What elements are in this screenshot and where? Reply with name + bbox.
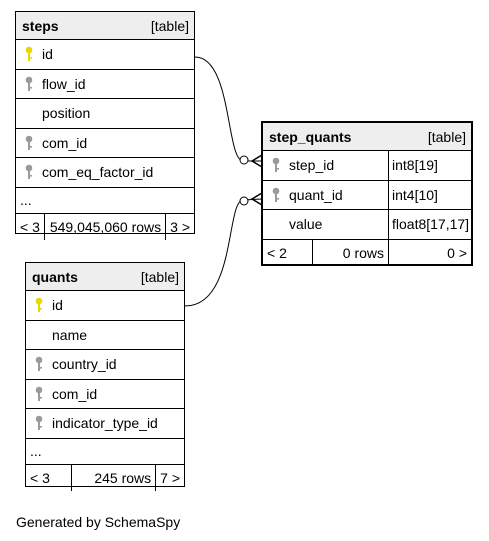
row-count: 0 rows — [313, 239, 389, 266]
column-row[interactable]: com_id — [26, 380, 184, 409]
column-name: quant_id — [289, 180, 389, 209]
column-row[interactable]: com_id — [16, 129, 194, 158]
column-list: id flow_id position com_id com_eq_factor_id — [16, 40, 194, 188]
table-header[interactable]: step_quants [table] — [263, 123, 471, 151]
column-name: step_id — [289, 151, 389, 180]
column-row[interactable]: position — [16, 99, 194, 129]
column-row[interactable]: indicator_type_id — [26, 409, 184, 439]
parents-link[interactable]: < 3 — [26, 464, 72, 491]
table-header[interactable]: steps [table] — [16, 12, 194, 40]
foreign-key-icon — [16, 135, 42, 151]
column-name: name — [52, 326, 88, 343]
column-name: com_id — [42, 134, 88, 151]
column-name: flow_id — [42, 75, 86, 92]
table-header[interactable]: quants [table] — [26, 263, 184, 291]
row-count: 549,045,060 rows — [45, 213, 167, 240]
children-link[interactable]: 0 > — [447, 244, 467, 261]
foreign-key-icon — [16, 76, 42, 92]
relation-quants-step-quants — [184, 198, 263, 307]
crowfoot-marker — [250, 154, 263, 168]
column-name: indicator_type_id — [52, 415, 158, 432]
column-type: int4[10] — [392, 186, 438, 203]
children-link[interactable]: 7 > — [160, 469, 180, 486]
column-name: com_id — [52, 385, 98, 402]
foreign-key-icon — [263, 187, 289, 203]
column-list: id name country_id com_id indicator_type_id — [26, 291, 184, 439]
relation-optional-marker — [239, 155, 249, 165]
column-row[interactable]: id — [16, 40, 194, 70]
table-name: steps — [22, 17, 59, 34]
relation-steps-step-quants — [194, 56, 262, 162]
table-kind: [table] — [150, 17, 189, 34]
foreign-key-icon — [26, 356, 52, 372]
column-row[interactable]: name — [26, 321, 184, 350]
column-name: com_eq_factor_id — [42, 164, 154, 181]
parents-link[interactable]: < 2 — [263, 239, 313, 266]
column-row[interactable]: country_id — [26, 350, 184, 380]
relation-optional-marker — [239, 196, 249, 206]
table-footer: < 3 549,045,060 rows 3 > — [16, 213, 194, 240]
table-kind: [table] — [140, 268, 179, 285]
column-type: int8[19] — [392, 157, 438, 174]
foreign-key-icon — [26, 415, 52, 431]
foreign-key-icon — [26, 386, 52, 402]
column-type: float8[17,17] — [392, 216, 470, 233]
column-name: id — [52, 297, 63, 314]
table-footer: < 2 0 rows 0 > — [263, 239, 471, 266]
foreign-key-icon — [263, 157, 289, 173]
parents-link[interactable]: < 3 — [16, 213, 45, 240]
column-row[interactable]: flow_id — [16, 70, 194, 99]
column-name: country_id — [52, 356, 117, 373]
more-columns: ... — [26, 439, 184, 465]
column-name: id — [42, 46, 53, 63]
foreign-key-icon — [16, 164, 42, 180]
table-name: step_quants — [269, 128, 352, 145]
generated-by-label: Generated by SchemaSpy — [16, 514, 181, 530]
row-count: 245 rows — [72, 464, 157, 491]
primary-key-icon — [16, 46, 42, 62]
column-row[interactable]: id — [26, 291, 184, 321]
column-row[interactable]: com_eq_factor_id — [16, 158, 194, 188]
column-name: value — [289, 210, 389, 239]
table-footer: < 3 245 rows 7 > — [26, 464, 184, 491]
more-columns: ... — [16, 188, 194, 214]
crowfoot-marker — [250, 192, 263, 206]
column-name: position — [42, 105, 91, 122]
table-name: quants — [32, 268, 78, 285]
table-kind: [table] — [427, 128, 466, 145]
primary-key-icon — [26, 297, 52, 313]
children-link[interactable]: 3 > — [170, 218, 190, 235]
